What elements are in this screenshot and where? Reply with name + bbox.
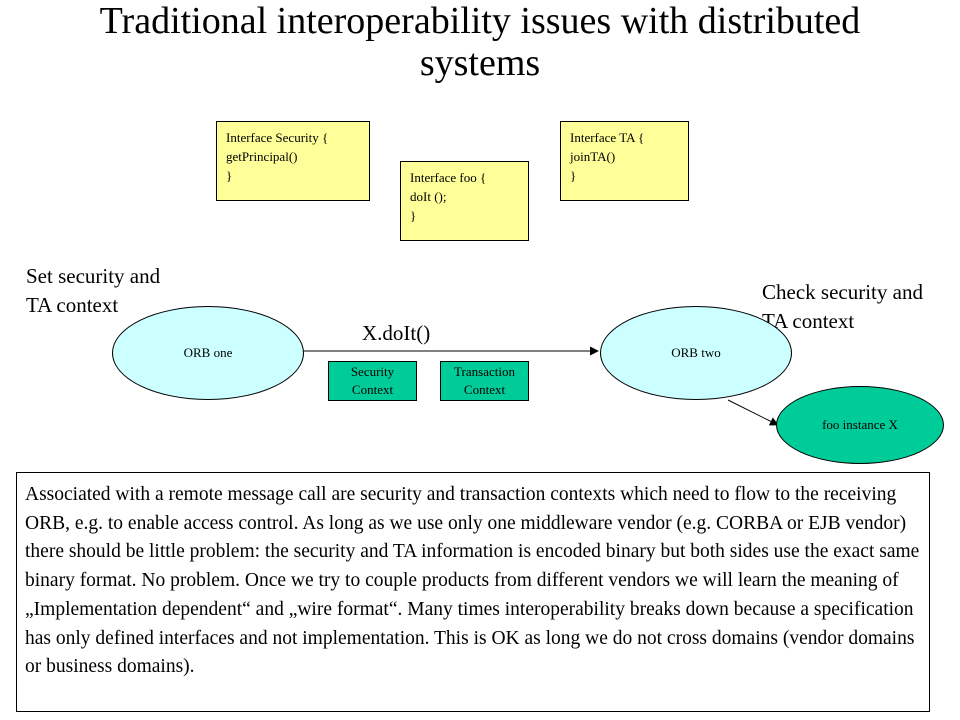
transaction-context-box: Transaction Context [440,361,529,401]
description-text: Associated with a remote message call ar… [25,484,920,678]
call-label: X.doIt() [362,321,431,345]
interface-security-box: Interface Security { getPrincipal() } [216,121,370,201]
interface-foo-line-3: } [410,208,417,223]
page-title-line-1: Traditional interoperability issues with… [99,0,861,42]
interface-ta-line-2: joinTA() [570,149,616,164]
description-box: Associated with a remote message call ar… [16,472,930,712]
interface-security-line-3: } [226,168,233,183]
check-context-label: Check security and TA context [762,278,923,336]
interface-security-line-2: getPrincipal() [226,149,298,164]
orb-one-node: ORB one [112,306,304,400]
dispatch-arrow [727,399,779,426]
page-title: Traditional interoperability issues with… [20,0,940,84]
security-context-line-2: Context [351,382,394,397]
foo-instance-label: foo instance X [822,417,898,432]
set-context-label: Set security and TA context [26,262,160,320]
transaction-context-line-1: Transaction [454,364,515,379]
orb-two-label: ORB two [671,345,721,360]
interface-ta-box: Interface TA { joinTA() } [560,121,689,201]
orb-two-node: ORB two [600,306,792,400]
security-context-box: Security Context [328,361,417,401]
check-context-line-1: Check security and [762,280,923,304]
transaction-context-line-2: Context [463,382,506,397]
interface-ta-line-3: } [570,168,577,183]
set-context-line-2: TA context [26,293,119,317]
interface-foo-box: Interface foo { doIt (); } [400,161,529,241]
foo-instance-node: foo instance X [776,386,944,464]
interface-ta-line-1: Interface TA { [570,130,645,145]
interface-security-line-1: Interface Security { [226,130,329,145]
interface-foo-line-2: doIt (); [410,189,447,204]
interface-foo-line-1: Interface foo { [410,170,487,185]
page-title-line-2: systems [419,42,541,84]
security-context-line-1: Security [350,364,395,379]
set-context-line-1: Set security and [26,264,161,288]
orb-one-label: ORB one [183,345,233,360]
